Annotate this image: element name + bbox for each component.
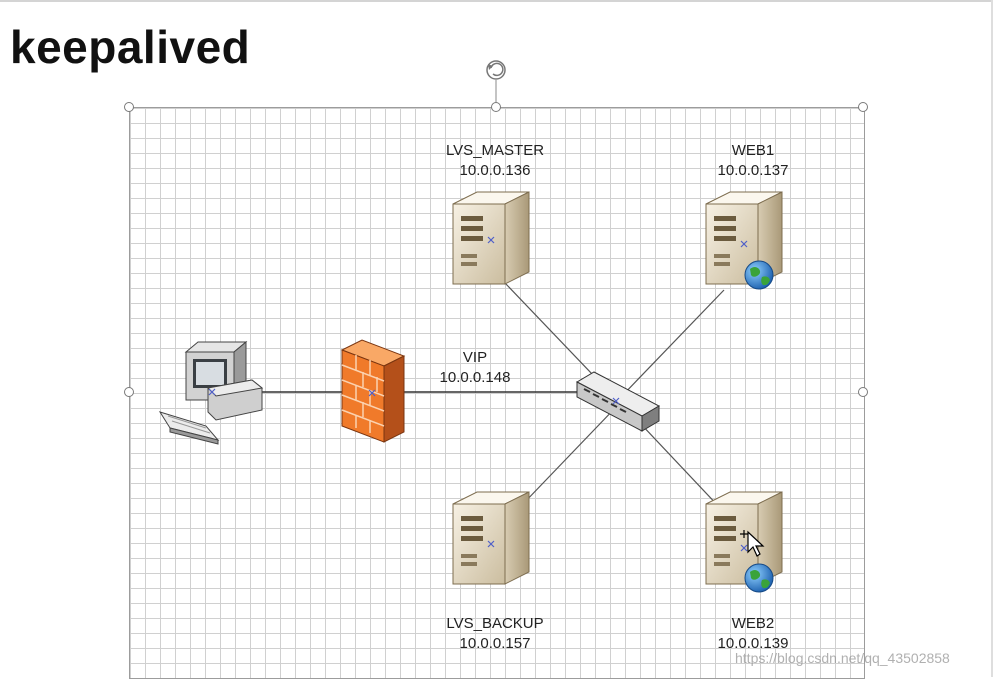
lvs-master-name: LVS_MASTER <box>445 142 545 159</box>
web2-label: WEB2 10.0.0.139 <box>678 614 828 654</box>
rotate-handle-icon[interactable] <box>486 60 506 80</box>
lvs-backup-name: LVS_BACKUP <box>446 615 544 632</box>
desktop-computer-icon <box>158 340 264 445</box>
vip-name: VIP <box>462 349 488 366</box>
firewall-icon <box>340 339 406 443</box>
network-switch-icon <box>575 371 661 432</box>
resize-handle-left[interactable] <box>124 387 134 397</box>
lvs-master-ip: 10.0.0.136 <box>459 162 531 179</box>
lvs-backup-label: LVS_BACKUP 10.0.0.157 <box>420 614 570 654</box>
lvs-master-label: LVS_MASTER 10.0.0.136 <box>420 141 570 181</box>
resize-handle-top[interactable] <box>491 102 501 112</box>
mouse-cursor-icon <box>740 530 765 557</box>
lvs-backup-ip: 10.0.0.157 <box>459 635 531 652</box>
web2-ip: 10.0.0.139 <box>717 635 789 652</box>
resize-handle-top-right[interactable] <box>858 102 868 112</box>
web1-globe-icon <box>744 260 774 290</box>
vip-label: VIP 10.0.0.148 <box>400 348 550 388</box>
selection-frame <box>486 60 506 103</box>
lvs-backup-server-icon <box>452 491 530 585</box>
connection-lines <box>262 282 725 511</box>
web2-globe-icon <box>744 563 774 593</box>
link-switch-lvs-backup <box>521 404 619 506</box>
slide-title: keepalived <box>10 21 251 73</box>
vip-ip: 10.0.0.148 <box>439 369 511 386</box>
web1-label: WEB1 10.0.0.137 <box>678 141 828 181</box>
watermark: https://blog.csdn.net/qq_43502858 <box>735 650 950 666</box>
web1-name: WEB1 <box>731 142 775 159</box>
resize-handle-top-left[interactable] <box>124 102 134 112</box>
web2-name: WEB2 <box>731 615 775 632</box>
right-border <box>991 0 993 677</box>
top-border <box>0 0 993 2</box>
resize-handle-right[interactable] <box>858 387 868 397</box>
link-switch-web1 <box>619 289 725 399</box>
lvs-master-server-icon <box>452 191 530 285</box>
web1-ip: 10.0.0.137 <box>717 162 789 179</box>
